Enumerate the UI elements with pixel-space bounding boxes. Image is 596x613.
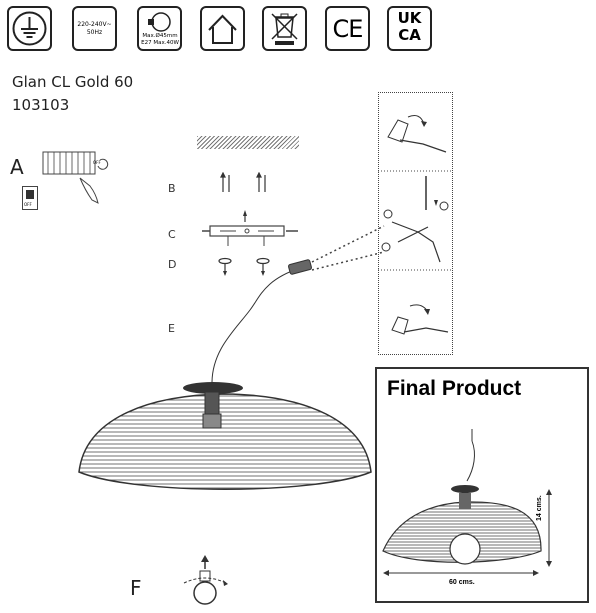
switch-off-label: OFF bbox=[93, 160, 101, 165]
earth-ground-icon bbox=[12, 11, 47, 46]
breaker-off-label: OFF bbox=[24, 202, 32, 207]
final-product-drawing bbox=[382, 429, 552, 576]
wall-plugs-illustration bbox=[220, 172, 266, 192]
breaker-switch-icon: OFF bbox=[22, 186, 38, 210]
voltage-text: 220-240V~ bbox=[77, 21, 112, 28]
bulb-diameter-text: Max.Ø45mm bbox=[142, 33, 178, 39]
ukca-ca-text: CA bbox=[398, 26, 421, 44]
bulb-install-icon bbox=[183, 555, 228, 605]
weee-bin-icon bbox=[271, 13, 298, 45]
fuse-box-illustration bbox=[42, 151, 109, 204]
final-product-height-label: 14 cms. bbox=[536, 495, 543, 521]
final-product-title: Final Product bbox=[387, 377, 522, 400]
weee-bin-icon-box bbox=[262, 6, 307, 51]
voltage-icon-box: 220-240V~ 50Hz bbox=[72, 6, 117, 51]
step-c-label: C bbox=[168, 228, 176, 241]
ukca-uk-text: UK bbox=[397, 9, 422, 27]
step-a-label: A bbox=[10, 155, 24, 179]
ukca-mark-icon-box: UK CA bbox=[387, 6, 432, 51]
step-e-label: E bbox=[168, 322, 175, 335]
bulb-wattage-text: E27 Max.40W bbox=[141, 40, 179, 46]
screws-illustration bbox=[218, 257, 270, 276]
step-f-label: F bbox=[130, 576, 142, 600]
product-code: 103103 bbox=[12, 96, 70, 114]
earth-ground-icon-box bbox=[7, 6, 52, 51]
bulb-spec-icon bbox=[148, 12, 171, 32]
product-name: Glan CL Gold 60 bbox=[12, 73, 134, 91]
frequency-text: 50Hz bbox=[86, 29, 103, 36]
ce-mark-icon-box: CE bbox=[325, 6, 370, 51]
ce-mark-icon: CE bbox=[332, 15, 364, 43]
step-b-label: B bbox=[168, 182, 176, 195]
breaker-toggle bbox=[26, 190, 34, 199]
wiring-detail-panel bbox=[378, 92, 453, 355]
indoor-use-icon bbox=[208, 14, 237, 44]
step-d-label: D bbox=[168, 258, 177, 271]
indoor-use-icon-box bbox=[200, 6, 245, 51]
lampshade-illustration bbox=[78, 382, 372, 490]
final-product-box: Final Product 60 cms. 14 cms. bbox=[375, 367, 589, 603]
wiring-detail-drawings bbox=[378, 115, 453, 335]
bulb-spec-icon-box: Max.Ø45mm E27 Max.40W bbox=[137, 6, 182, 51]
ceiling-hatch bbox=[197, 136, 299, 149]
mounting-bracket bbox=[202, 210, 298, 246]
final-product-width-label: 60 cms. bbox=[449, 579, 475, 586]
